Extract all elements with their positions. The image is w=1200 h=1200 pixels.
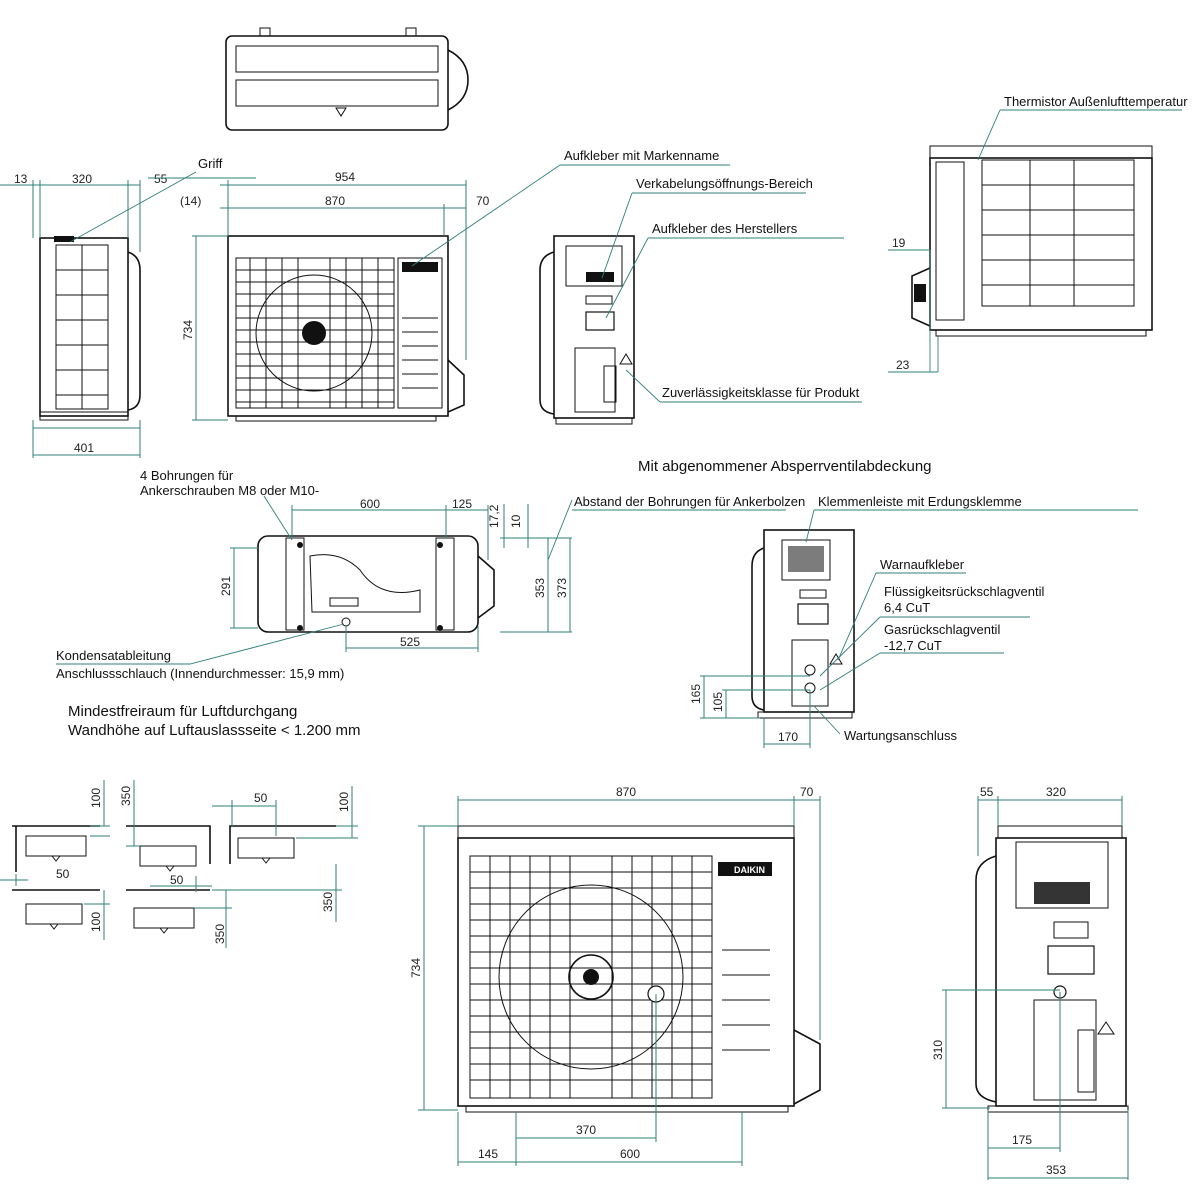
clear-dim-350-b: 350	[321, 892, 335, 912]
bottom-view-unit	[257, 535, 495, 633]
large-front-unit: DAIKIN	[457, 825, 821, 1113]
label-liquid-valve-1: Flüssigkeitsrückschlagventil	[884, 584, 1045, 599]
leader-griff	[69, 171, 197, 243]
brand-logo: DAIKIN	[734, 865, 765, 875]
clear-dim-100-a: 100	[89, 788, 103, 808]
clear-dim-100-c: 100	[89, 912, 103, 932]
dim-70-bottom: 70	[800, 785, 814, 799]
dim-525: 525	[400, 635, 420, 649]
clear-dim-350-c: 350	[213, 924, 227, 944]
rear-view-unit	[911, 145, 1153, 337]
clearance-diagrams	[12, 825, 336, 934]
dim-320-side: 320	[1046, 785, 1066, 799]
dim-145: 145	[478, 1147, 498, 1161]
label-service-port: Wartungsanschluss	[844, 728, 957, 743]
dim-353-bottom: 353	[533, 578, 547, 598]
dim-165: 165	[689, 684, 703, 704]
label-warning-sticker: Warnaufkleber	[880, 557, 965, 572]
dim-10: 10	[509, 514, 523, 528]
left-dims	[0, 180, 141, 458]
label-wiring-area: Verkabelungsöffnungs-Bereich	[636, 176, 813, 191]
dim-370: 370	[576, 1123, 596, 1137]
clearance-title-2: Wandhöhe auf Luftauslassseite < 1.200 mm	[68, 722, 361, 739]
dim-870-bottom: 870	[616, 785, 636, 799]
dim-14: (14)	[180, 194, 201, 208]
clearance-title-1: Mindestfreiraum für Luftdurchgang	[68, 703, 297, 720]
dim-13: 13	[14, 172, 28, 186]
dim-125: 125	[452, 497, 472, 511]
top-view-unit	[225, 27, 469, 131]
label-reliability-class: Zuverlässigkeitsklasse für Produkt	[662, 385, 860, 400]
dim-55-left: 55	[154, 172, 168, 186]
label-terminal: Klemmenleiste mit Erdungsklemme	[818, 494, 1022, 509]
left-side-view	[39, 236, 141, 421]
back-view-unit	[539, 235, 635, 425]
dim-870-top: 870	[325, 194, 345, 208]
dim-175: 175	[1012, 1133, 1032, 1147]
back-leaders	[411, 164, 862, 403]
dim-353-side: 353	[1046, 1163, 1066, 1177]
front-view-unit	[227, 235, 465, 422]
title-cover-removed: Mit abgenommener Absperrventilabdeckung	[638, 458, 932, 475]
label-bolt-holes-1: 4 Bohrungen für	[140, 468, 234, 483]
dim-600-front: 600	[620, 1147, 640, 1161]
clear-dim-50-b: 50	[56, 867, 70, 881]
dim-170: 170	[778, 730, 798, 744]
front-dims	[192, 180, 467, 421]
dim-320-left: 320	[72, 172, 92, 186]
label-drain-1: Kondensatableitung	[56, 648, 171, 663]
dim-19: 19	[892, 236, 906, 250]
clear-dim-100-b: 100	[337, 792, 351, 812]
label-bolt-holes-2: Ankerschrauben M8 oder M10-	[140, 483, 319, 498]
dim-401: 401	[74, 441, 94, 455]
dim-734-bottom: 734	[409, 958, 423, 978]
dim-70-top: 70	[476, 194, 490, 208]
label-gas-valve-2: -12,7 CuT	[884, 638, 942, 653]
dim-600-bottom: 600	[360, 497, 380, 511]
dim-291: 291	[219, 576, 233, 596]
label-liquid-valve-2: 6,4 CuT	[884, 600, 930, 615]
label-brand-sticker: Aufkleber mit Markenname	[564, 148, 719, 163]
label-gas-valve-1: Gasrückschlagventil	[884, 622, 1000, 637]
dim-55-side: 55	[980, 785, 994, 799]
clear-dim-350-a: 350	[119, 786, 133, 806]
dim-105: 105	[711, 692, 725, 712]
dim-734-top: 734	[181, 320, 195, 340]
clear-dim-50-c: 50	[170, 873, 184, 887]
label-drain-2: Anschlussschlauch (Innendurchmesser: 15,…	[56, 666, 344, 681]
clear-dim-50-a: 50	[254, 791, 268, 805]
large-side-unit	[975, 825, 1129, 1113]
label-thermistor: Thermistor Außenlufttemperatur	[1004, 94, 1188, 109]
dim-23: 23	[896, 358, 910, 372]
label-manufacturer-sticker: Aufkleber des Herstellers	[652, 221, 798, 236]
label-bolt-distance: Abstand der Bohrungen für Ankerbolzen	[574, 494, 805, 509]
label-griff: Griff	[198, 156, 223, 171]
dim-954: 954	[335, 170, 355, 184]
dim-17-2: 17,2	[487, 504, 501, 528]
dim-310: 310	[931, 1040, 945, 1060]
dim-373: 373	[555, 578, 569, 598]
